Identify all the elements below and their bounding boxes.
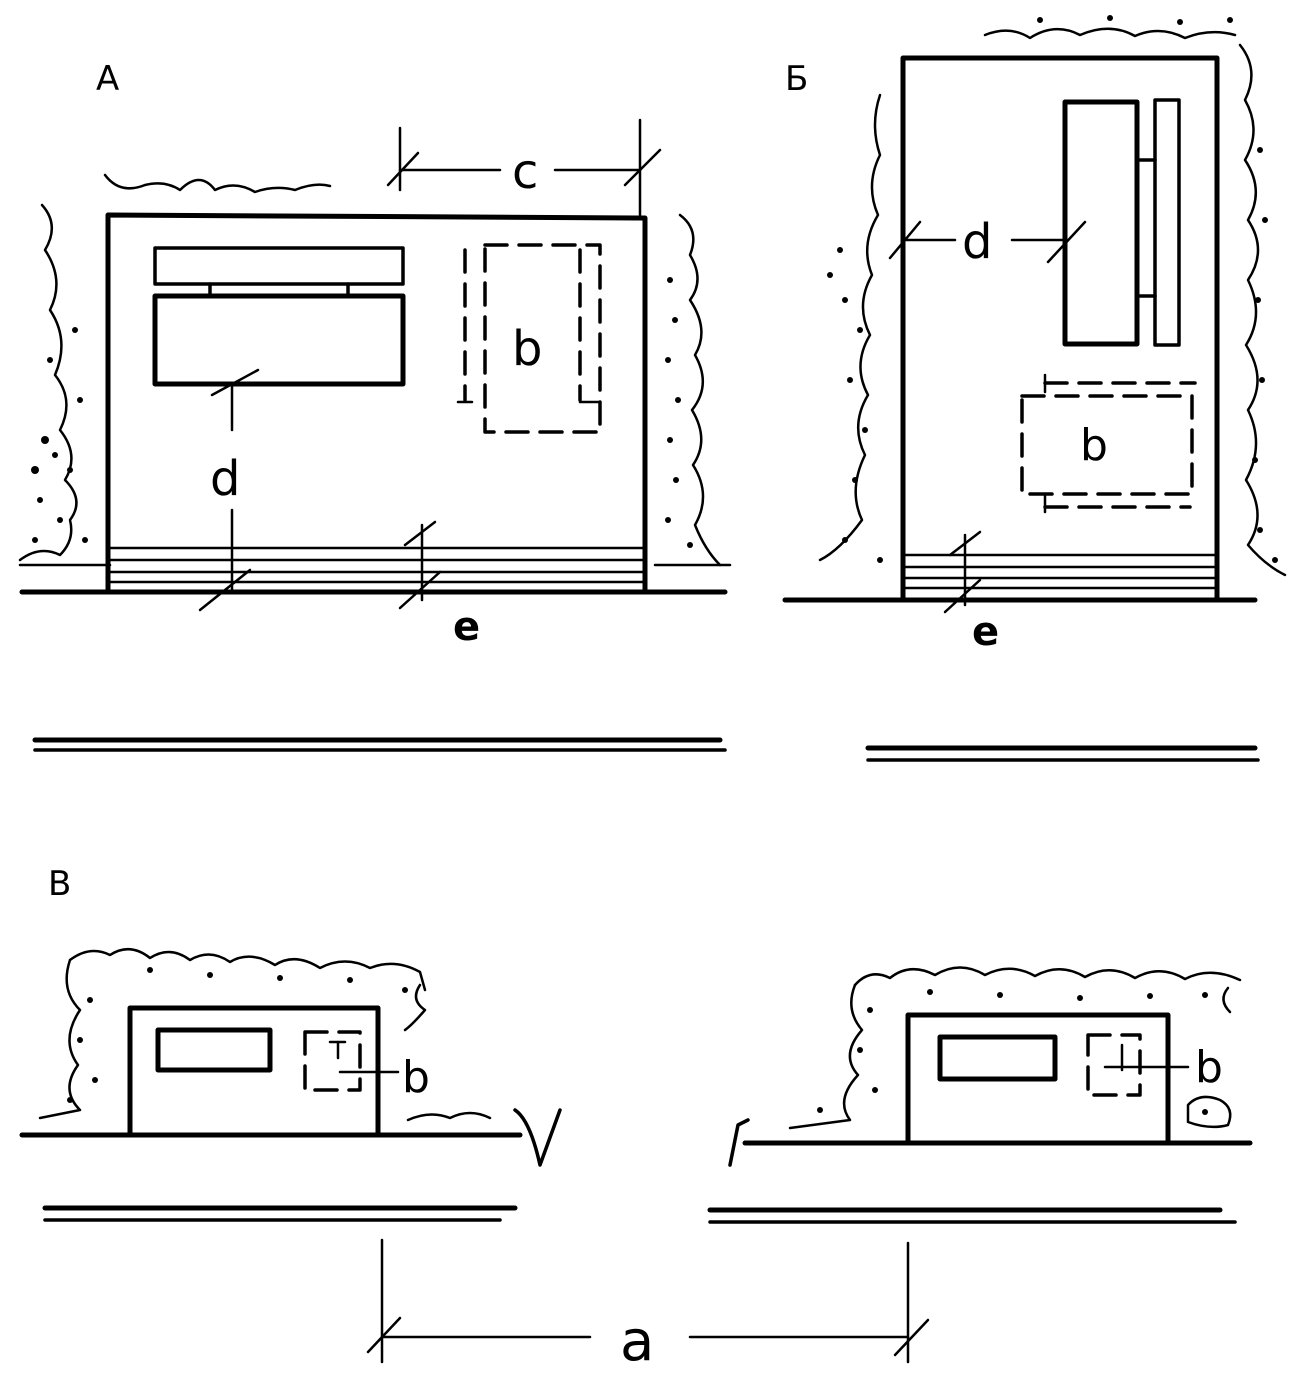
panel-b-dashed-sign [1020, 373, 1197, 514]
panel-a-sign-top [153, 246, 405, 286]
panel-c-dim-a [366, 1238, 930, 1364]
panel-c-right-dashed-sign [1086, 1033, 1142, 1097]
panel-b-sign-label: b [1080, 420, 1108, 471]
panel-a-dim-d [198, 368, 260, 612]
panel-a-sign-main [152, 293, 406, 387]
panel-b-sign-side [1153, 98, 1181, 347]
panel-a-top-texture [103, 173, 332, 194]
panel-a-facade [105, 212, 648, 593]
panel-a-dim-e [398, 520, 442, 610]
panel-b-dim-d [888, 220, 1087, 264]
panel-b-facade [900, 55, 1220, 601]
panel-b-dim-e-label: e [972, 609, 999, 655]
panel-a-dim-e-label: e [453, 604, 480, 650]
panel-b-dim-e [943, 530, 982, 614]
panel-a-sign-label: b [512, 321, 542, 377]
panel-c-left-sign [155, 1027, 273, 1073]
panel-c-left-dashed-sign [303, 1030, 362, 1092]
panel-c-right-facade [905, 1012, 1171, 1145]
panel-c-left-building [19, 948, 562, 1167]
panel-b-top-texture [983, 27, 1237, 40]
panel-c-right-building [728, 966, 1253, 1167]
panel-b-dim-d-label: d [962, 214, 992, 270]
panel-c-label: В [48, 864, 71, 904]
panel-a: А [18, 59, 732, 752]
panel-c-right-sign [937, 1034, 1058, 1082]
panel-a-wall-left [18, 203, 112, 567]
panel-c-right-sign-label: b [1195, 1042, 1223, 1093]
panel-b-wall-right [1238, 43, 1287, 577]
panel-c: В b [19, 864, 1253, 1374]
panel-b: Б [782, 15, 1287, 762]
panel-a-label: А [96, 59, 119, 99]
panel-a-dim-c-label: c [512, 144, 538, 200]
panel-c-left-sign-label: b [402, 1052, 430, 1103]
panel-a-wall-right [653, 213, 732, 567]
panel-b-label: Б [785, 59, 808, 99]
panel-a-dashed-sign [456, 243, 602, 434]
panel-b-wall-left [818, 93, 883, 563]
panel-c-dim-a-label: a [620, 1309, 654, 1374]
panel-a-dim-c [386, 118, 662, 217]
panel-a-dim-d-label: d [210, 451, 240, 507]
panel-b-sign-main [1062, 99, 1140, 347]
